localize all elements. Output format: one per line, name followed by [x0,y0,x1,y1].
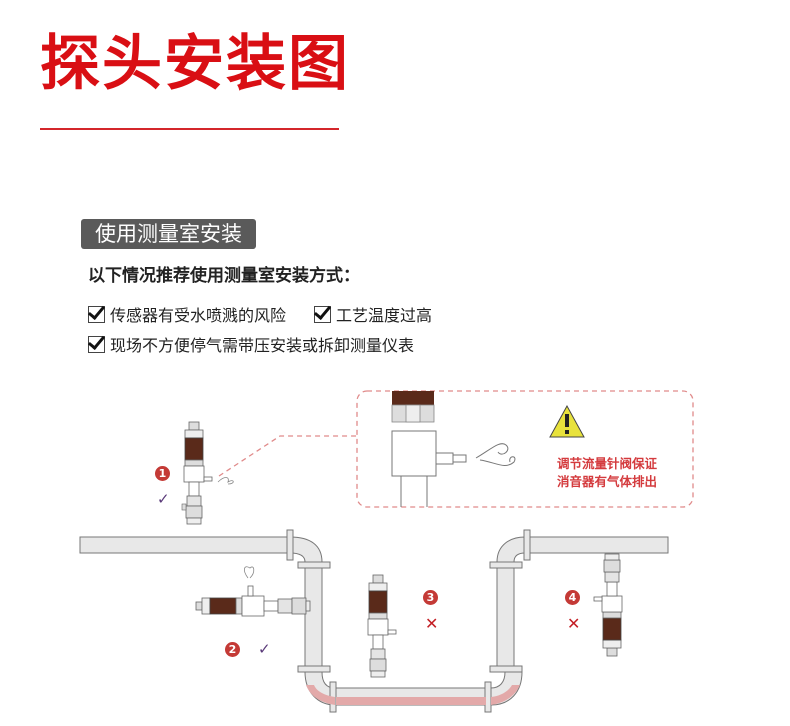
sensor-position-2 [195,566,311,617]
warning-line-1: 调节流量针阀保证 [557,456,658,471]
condition-label: 传感器有受水喷溅的风险 [110,306,287,325]
section-badge: 使用测量室安装 [81,219,256,249]
callout-box [218,390,694,508]
warning-line-2: 消音器有气体排出 [557,474,658,489]
incorrect-x-icon: ✕ [425,614,439,633]
callout-leader-line [218,435,357,477]
page-title: 探头安装图 [40,29,350,99]
position-number-1: 1 [155,466,170,481]
correct-check-icon: ✓ [258,640,271,658]
condition-item: 工艺温度过高 [314,302,432,326]
checkbox-checked-icon [88,305,105,323]
sensor-position-4 [593,553,623,657]
sensor-position-1 [181,421,234,525]
checkbox-checked-icon [88,335,105,353]
position-number-3: 3 [423,590,438,605]
correct-check-icon: ✓ [157,490,170,508]
condition-row-1: 传感器有受水喷溅的风险 工艺温度过高 [88,302,460,326]
title-divider [40,128,339,130]
condition-item: 传感器有受水喷溅的风险 [88,302,286,326]
checkbox-checked-icon [314,305,332,323]
warning-message: 调节流量针阀保证 消音器有气体排出 [557,455,657,491]
condition-label: 工艺温度过高 [336,306,433,325]
sensor-position-3 [367,574,397,678]
position-number-2: 2 [225,642,240,657]
incorrect-x-icon: ✕ [567,614,581,633]
condition-label: 现场不方便停气需带压安装或拆卸测量仪表 [110,336,415,355]
section-intro: 以下情况推荐使用测量室安装方式： [88,266,360,286]
condition-item: 现场不方便停气需带压安装或拆卸测量仪表 [88,332,414,356]
condition-row-2: 现场不方便停气需带压安装或拆卸测量仪表 [88,332,442,356]
air-flow-icon [475,443,516,466]
position-number-4: 4 [565,590,580,605]
liquid-level [336,697,486,705]
